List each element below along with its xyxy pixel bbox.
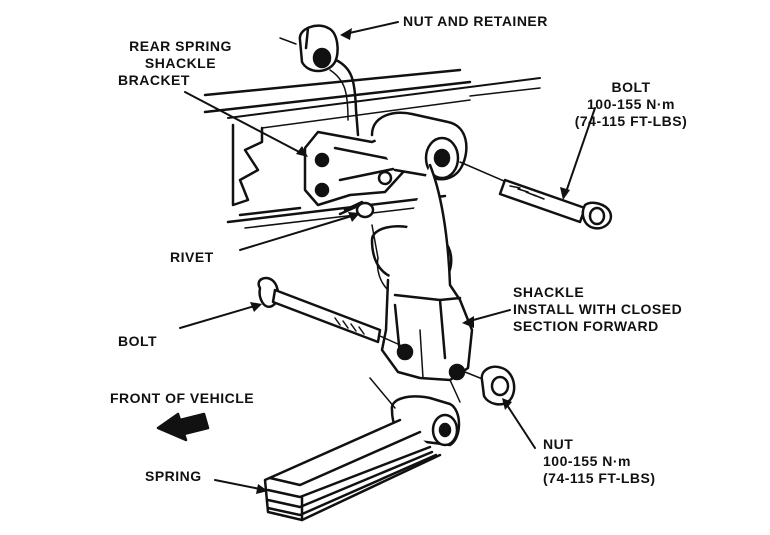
label-shackle-line-3: SECTION FORWARD xyxy=(513,318,659,334)
label-bolt-left: BOLT xyxy=(118,333,158,349)
label-rivet: RIVET xyxy=(170,249,214,265)
label-shackle-line-1: SHACKLE xyxy=(513,284,585,300)
label-nut-and-retainer: NUT AND RETAINER xyxy=(403,13,548,29)
label-bolt-top: BOLT 100-155 N·m (74-115 FT-LBS) xyxy=(556,79,706,130)
label-nut-bottom-line-1: NUT xyxy=(543,436,574,452)
label-spring: SPRING xyxy=(145,468,202,484)
label-bracket-line-1: REAR SPRING xyxy=(129,38,232,54)
bolt-left xyxy=(257,276,401,346)
spring xyxy=(263,377,461,522)
leader-arrowheads xyxy=(250,28,570,494)
bolt-top xyxy=(459,161,613,230)
label-bracket-line-2: SHACKLE xyxy=(144,55,217,71)
label-shackle: SHACKLE INSTALL WITH CLOSED SECTION FORW… xyxy=(513,284,682,335)
nut-and-retainer xyxy=(279,24,360,137)
label-bolt-top-line-2: 100-155 N·m xyxy=(587,96,675,112)
label-bracket-line-3: BRACKET xyxy=(118,72,190,88)
label-shackle-line-2: INSTALL WITH CLOSED xyxy=(513,301,683,317)
label-nut-bottom: NUT 100-155 N·m (74-115 FT-LBS) xyxy=(543,436,656,487)
arrow-left-icon xyxy=(156,412,210,442)
label-front-of-vehicle: FRONT OF VEHICLE xyxy=(110,390,255,406)
label-nut-bottom-line-3: (74-115 FT-LBS) xyxy=(543,470,656,486)
label-nut-bottom-line-2: 100-155 N·m xyxy=(543,453,631,469)
rear-spring-shackle-bracket xyxy=(303,111,468,219)
shackle xyxy=(370,163,474,382)
nut-bottom xyxy=(464,365,516,406)
label-bolt-top-line-3: (74-115 FT-LBS) xyxy=(574,113,688,129)
frame-rail xyxy=(203,68,541,229)
label-bolt-top-line-1: BOLT xyxy=(611,79,651,95)
label-rear-spring-shackle-bracket: REAR SPRING SHACKLE BRACKET xyxy=(118,38,243,89)
